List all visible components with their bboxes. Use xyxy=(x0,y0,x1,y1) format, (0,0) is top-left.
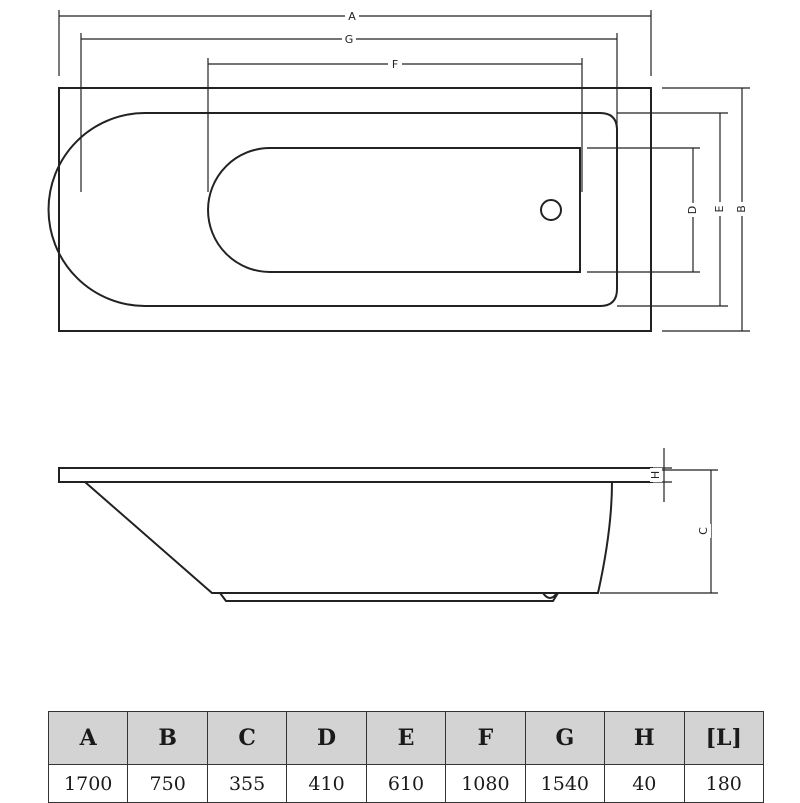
value-cell-h: 40 xyxy=(604,764,685,803)
value-cell-l: 180 xyxy=(683,764,764,803)
value-cell-b: 750 xyxy=(127,764,208,803)
header-cell-c: C xyxy=(206,711,288,765)
value-cell-a: 1700 xyxy=(47,764,129,803)
side-view xyxy=(58,467,653,602)
tub-inner-rim xyxy=(47,112,618,307)
header-cell-g: G xyxy=(524,711,606,765)
value-cell-e: 610 xyxy=(365,764,447,803)
side-rim xyxy=(58,467,653,483)
dimensions-header-row: A B C D E F G H [L] xyxy=(47,711,764,765)
drain-hole xyxy=(540,199,562,221)
dim-label-e: E xyxy=(713,205,726,212)
side-waste-outlet xyxy=(542,592,558,599)
header-cell-h: H xyxy=(604,711,685,765)
dim-label-g: G xyxy=(345,33,354,46)
value-cell-g: 1540 xyxy=(524,764,606,803)
dimensions-value-row: 1700 750 355 410 610 1080 1540 40 180 xyxy=(47,764,764,803)
header-cell-d: D xyxy=(286,711,367,765)
dim-label-b: B xyxy=(735,205,748,213)
value-cell-c: 355 xyxy=(206,764,288,803)
top-view xyxy=(47,87,652,332)
value-cell-d: 410 xyxy=(286,764,367,803)
value-cell-f: 1080 xyxy=(445,764,526,803)
tub-basin-floor xyxy=(207,147,581,273)
dimension-labels-top: A G F B E D xyxy=(342,8,749,217)
header-cell-a: A xyxy=(47,711,129,765)
dim-label-c: C xyxy=(697,527,710,535)
dim-label-h: H xyxy=(649,471,662,479)
dim-label-a: A xyxy=(348,10,356,23)
dimension-labels-side: H C xyxy=(649,468,711,538)
side-tub-feet xyxy=(219,592,559,602)
side-tub-body xyxy=(84,481,613,594)
header-cell-l: [L] xyxy=(683,711,764,765)
header-cell-f: F xyxy=(445,711,526,765)
tub-outer-rim xyxy=(58,87,652,332)
dimension-lines-top xyxy=(58,10,750,332)
dim-label-f: F xyxy=(392,58,398,71)
dim-label-d: D xyxy=(686,206,699,214)
dimensions-table: A B C D E F G H [L] 1700 750 355 410 610… xyxy=(47,711,764,803)
header-cell-e: E xyxy=(365,711,447,765)
header-cell-b: B xyxy=(127,711,208,765)
